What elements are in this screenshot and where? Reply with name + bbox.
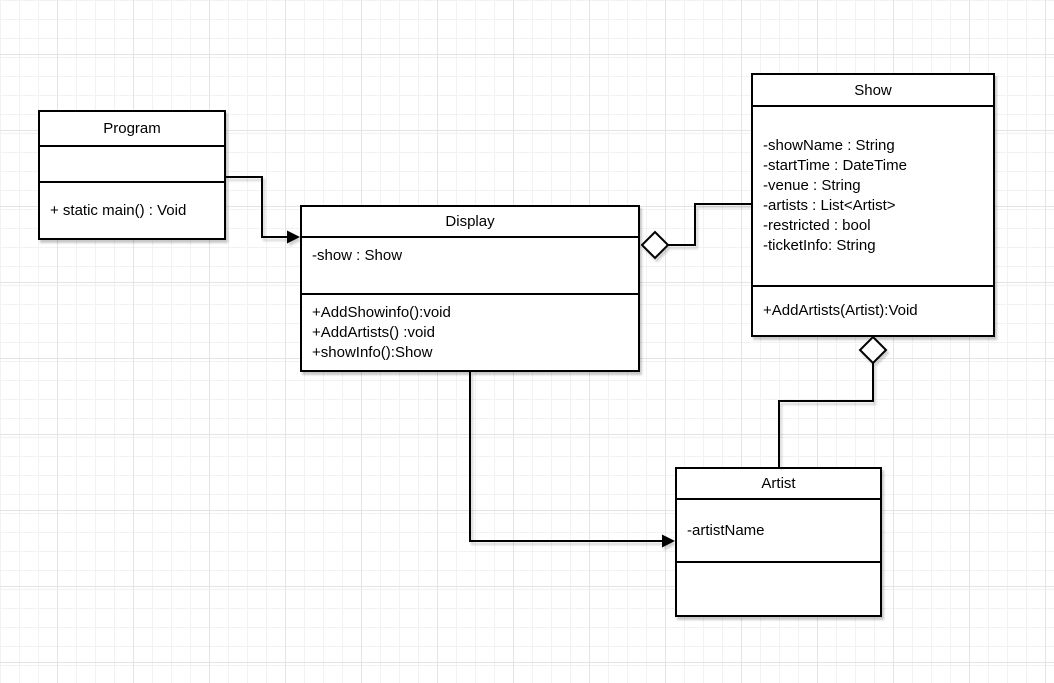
aggregation-diamond-icon <box>858 335 888 365</box>
attribute-item: -artistName <box>687 521 765 539</box>
class-box-display[interactable]: Display -show : Show +AddShowinfo():void… <box>300 205 640 372</box>
method-item: +showInfo():Show <box>312 343 433 361</box>
attribute-item: -startTime : DateTime <box>763 157 907 174</box>
class-title: Artist <box>677 469 880 500</box>
attribute-item: -venue : String <box>763 177 861 194</box>
method-item: + static main() : Void <box>50 201 187 219</box>
arrowhead-icon <box>287 230 300 244</box>
connector-program-display[interactable] <box>226 176 300 244</box>
connector-show-artist[interactable] <box>778 335 888 467</box>
connector-display-artist[interactable] <box>469 372 675 548</box>
class-attributes <box>40 147 224 183</box>
class-methods: +AddShowinfo():void +AddArtists() :void … <box>302 295 638 370</box>
class-title: Program <box>40 112 224 147</box>
aggregation-diamond-icon <box>640 230 670 260</box>
attribute-item: -ticketInfo: String <box>763 237 876 254</box>
method-item: +AddArtists(Artist):Void <box>763 302 918 319</box>
class-methods: +AddArtists(Artist):Void <box>753 287 993 335</box>
class-box-program[interactable]: Program + static main() : Void <box>38 110 226 240</box>
method-item: +AddArtists() :void <box>312 323 435 341</box>
class-box-show[interactable]: Show -showName : String -startTime : Dat… <box>751 73 995 337</box>
class-attributes: -show : Show <box>302 238 638 295</box>
arrowhead-icon <box>662 534 675 548</box>
connector-display-show[interactable] <box>640 203 751 260</box>
attribute-item: -restricted : bool <box>763 217 871 234</box>
method-item: +AddShowinfo():void <box>312 303 451 321</box>
class-title: Display <box>302 207 638 238</box>
class-title: Show <box>753 75 993 107</box>
class-box-artist[interactable]: Artist -artistName <box>675 467 882 617</box>
class-attributes: -artistName <box>677 500 880 563</box>
attribute-item: -artists : List<Artist> <box>763 197 896 214</box>
class-attributes: -showName : String -startTime : DateTime… <box>753 107 993 287</box>
attribute-item: -show : Show <box>312 247 403 264</box>
attribute-item: -showName : String <box>763 137 895 154</box>
class-methods: + static main() : Void <box>40 183 224 238</box>
